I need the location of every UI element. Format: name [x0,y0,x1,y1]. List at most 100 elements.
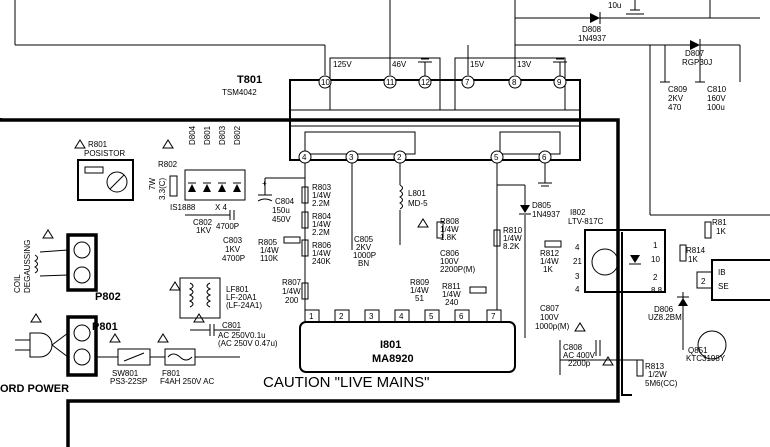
pin-b2: 2 [397,153,402,162]
live-mains-boundary [0,118,620,447]
r808-w: 1/4W [440,225,459,234]
pin-t12: 12 [421,78,430,87]
label-46v: 46V [392,60,407,69]
caution-live-mains: CAUTION "LIVE MAINS" [263,374,430,391]
r802-v: 3.3(C) [158,177,167,200]
r807-ref: R807 [282,278,302,287]
r814-v: 1K [688,255,698,264]
sw801-val: PS3-22SP [110,377,147,386]
warning-icon [417,218,429,228]
c804-c: 150u [272,206,290,215]
r802-w: 7W [148,178,157,190]
warning-icon [30,313,42,323]
c801-ref: C801 [222,321,242,330]
c807-v: 100V [540,313,559,322]
sw801-ref: SW801 [112,369,139,378]
ic-pin-5: 5 [429,312,434,321]
ib-ref: IB [718,268,726,277]
c810-v: 160V [707,94,726,103]
r801-ref: R801 [88,140,108,149]
c806-c: 2200P(M) [440,265,475,274]
r805-ref: R805 [258,238,278,247]
r806-w: 1/4W [312,249,331,258]
c805-t: BN [358,259,369,268]
pin-b4: 4 [302,153,307,162]
r810-v: 8.2K [503,242,520,251]
r802-ref: R802 [158,160,178,169]
r808-ref: R808 [440,217,460,226]
c801-v: AC 250V0.1u [218,331,266,340]
x4-label: X 4 [215,203,228,212]
r806-v: 240K [312,257,331,266]
ic-pin-7: 7 [491,312,496,321]
i801-val: MA8920 [372,353,414,365]
lf801-line-filter [179,277,221,319]
opto-pin-e: 1 [653,241,658,250]
l801-val: MD-5 [408,199,428,208]
c804-v: 450V [272,215,291,224]
c-top-label: 10u [608,1,621,10]
c809-ref: C809 [668,85,688,94]
degaussing-coil-icon [34,254,38,274]
r801-posistor [77,159,134,201]
coil-label: COIL [13,274,22,293]
warning-icon [602,356,614,366]
warning-icon [74,139,86,149]
c802-c: 4700P [216,222,239,231]
r807-w: 1/4W [282,287,301,296]
label-125v: 125V [333,60,352,69]
r807-v: 200 [285,296,299,305]
c807-c: 1000p(M) [535,322,570,331]
q851-transistor-icon [697,330,727,360]
f801-val: F4AH 250V AC [160,377,214,386]
q851-ref: Q851 [688,346,708,355]
c804-plus: + [262,179,267,188]
c805-v: 2KV [356,243,372,252]
f801-ref: F801 [162,369,181,378]
lf801-alt: (LF-24A1) [226,301,262,310]
r81-v: 1K [716,227,726,236]
i802-optocoupler [584,229,666,293]
c806-v: 100V [440,257,459,266]
r804-ref: R804 [312,212,332,221]
label-13v: 13V [517,60,532,69]
r806-ref: R806 [312,241,332,250]
opto-pin-f: 10 [651,255,660,264]
is1888-label: IS1888 [170,203,196,212]
ic-pin-3: 3 [369,312,374,321]
lf801-val: LF-20A1 [226,293,257,302]
c802-ref: C802 [193,218,213,227]
pin-b3: 3 [349,153,354,162]
r808-v: 1.8K [440,233,457,242]
r803-v: 2.2M [312,199,330,208]
d805-val: 1N4937 [532,210,561,219]
d806-val: UZ8.2BM [648,313,682,322]
r801-val: POSISTOR [84,149,125,158]
c803-c: 4700P [222,254,245,263]
d802-ref: D802 [233,125,242,145]
opto-pin-c: 3 [575,272,580,281]
c805-c: 1000P [353,251,376,260]
r804-v: 2.2M [312,228,330,237]
cord-power-label: ORD POWER [0,383,69,395]
i802-ref: I802 [570,208,586,217]
c803-v: 1KV [225,245,241,254]
q851-val: KTC3198Y [686,354,726,363]
warning-icon [162,139,174,149]
r81-ref: R81 [712,218,727,227]
c805-ref: C805 [354,235,374,244]
p802-connector[interactable] [66,233,98,292]
warning-icon [109,333,121,343]
warning-icon [169,281,181,291]
r811-v: 240 [445,298,459,307]
p801-connector[interactable] [66,315,98,377]
r809-v: 51 [415,294,424,303]
d807-diode-icon [690,40,700,50]
d803-ref: D803 [218,125,227,145]
c807-ref: C807 [540,304,560,313]
d806-ref: D806 [654,305,674,314]
d805-ref: D805 [532,201,552,210]
r813-w: 1/2W [648,370,667,379]
r805-w: 1/4W [260,246,279,255]
r803-w: 1/4W [312,191,331,200]
